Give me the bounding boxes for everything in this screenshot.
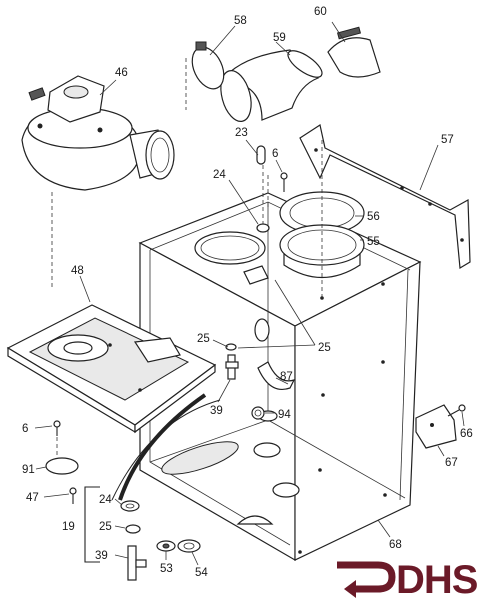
loose-parts-left	[45, 420, 79, 504]
dhs-logo: DHS	[337, 558, 479, 600]
label-39-kit: 39	[95, 550, 108, 562]
label-58: 58	[234, 15, 247, 27]
label-48: 48	[71, 265, 84, 277]
label-60: 60	[314, 6, 327, 18]
label-24-kit: 24	[99, 494, 112, 506]
label-25-left: 25	[197, 333, 210, 345]
label-54: 54	[195, 567, 208, 579]
leader-lines	[34, 21, 465, 566]
logo-arrowhead-icon	[344, 580, 356, 598]
top-fasteners	[256, 145, 288, 233]
flue-elbow	[185, 26, 381, 122]
label-46: 46	[115, 67, 128, 79]
flue-rings	[279, 140, 365, 300]
label-25-kit: 25	[99, 521, 112, 533]
part-labels: 58 59 60 46 57 23 6 24 56 55 48 25 25 87…	[22, 6, 473, 579]
label-55: 55	[367, 236, 380, 248]
rear-bracket	[299, 124, 471, 270]
hose	[111, 393, 221, 501]
label-24-top: 24	[213, 169, 226, 181]
fan-assembly	[21, 75, 175, 290]
logo-arrow-icon	[337, 561, 396, 593]
label-91: 91	[22, 464, 35, 476]
label-47: 47	[26, 492, 39, 504]
label-68: 68	[389, 539, 402, 551]
label-39: 39	[210, 405, 223, 417]
label-94: 94	[278, 409, 291, 421]
label-53: 53	[160, 563, 173, 575]
casing	[138, 192, 422, 562]
label-56: 56	[367, 211, 380, 223]
side-bracket	[415, 404, 466, 449]
label-6-left: 6	[22, 423, 28, 435]
label-67: 67	[445, 457, 458, 469]
kit-19	[84, 486, 147, 581]
label-6-top: 6	[272, 148, 278, 160]
washers	[156, 539, 201, 553]
label-66: 66	[460, 428, 473, 440]
label-25-right: 25	[318, 342, 331, 354]
drip-pan	[6, 304, 217, 434]
logo-text: DHS	[396, 558, 478, 600]
label-57: 57	[441, 134, 454, 146]
label-87: 87	[280, 371, 293, 383]
label-23: 23	[235, 127, 248, 139]
label-59: 59	[273, 32, 286, 44]
label-19: 19	[62, 521, 75, 533]
